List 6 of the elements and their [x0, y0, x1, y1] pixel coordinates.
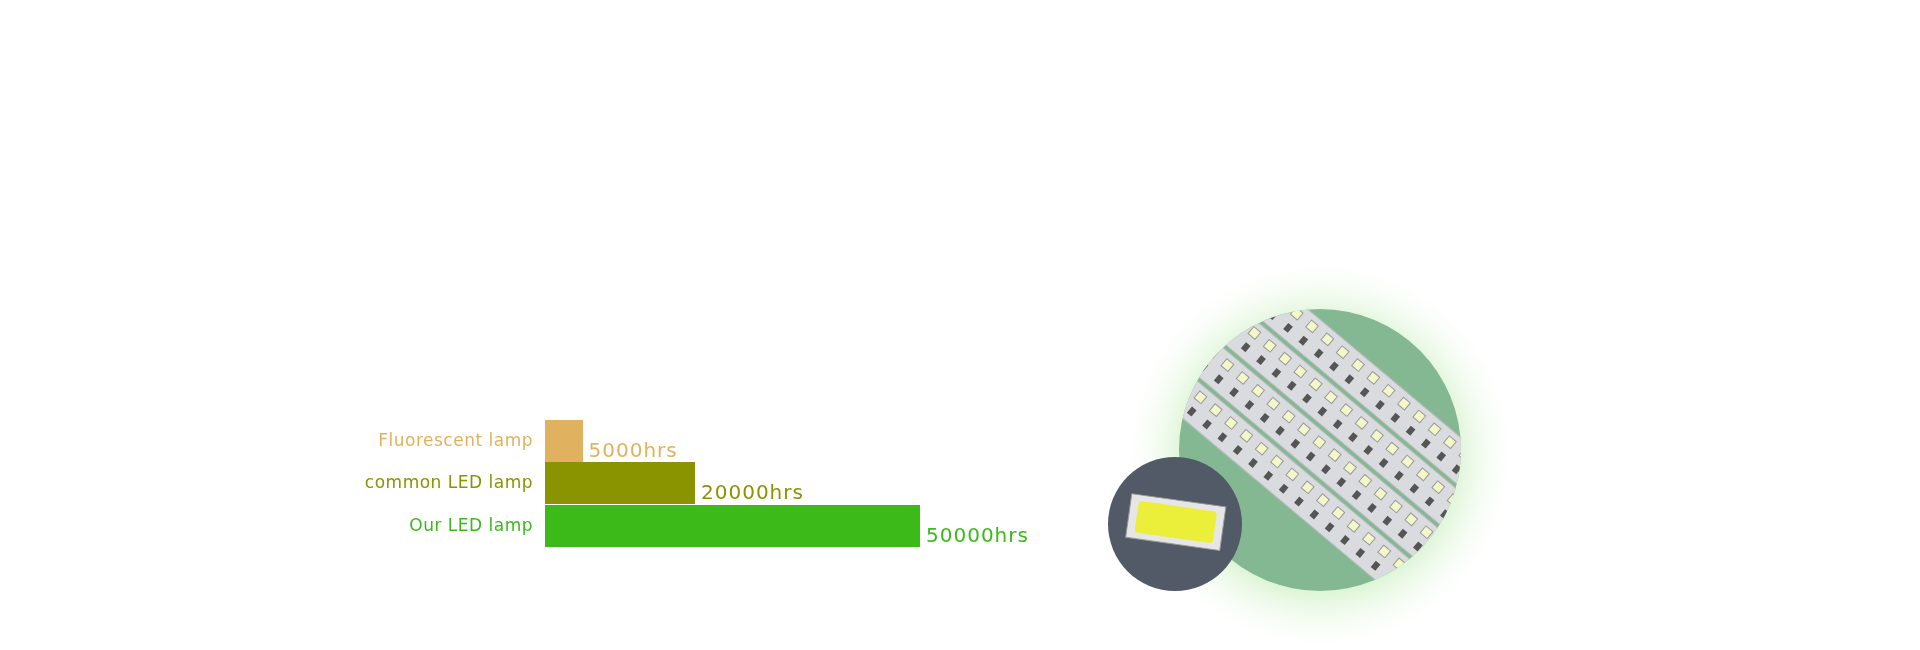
value-label: 20000hrs: [701, 480, 804, 504]
value-label: 50000hrs: [926, 523, 1029, 547]
category-label: Our LED lamp: [409, 515, 533, 535]
value-label: 5000hrs: [588, 438, 678, 462]
category-label: common LED lamp: [364, 472, 533, 492]
category-label: Fluorescent lamp: [378, 430, 533, 450]
